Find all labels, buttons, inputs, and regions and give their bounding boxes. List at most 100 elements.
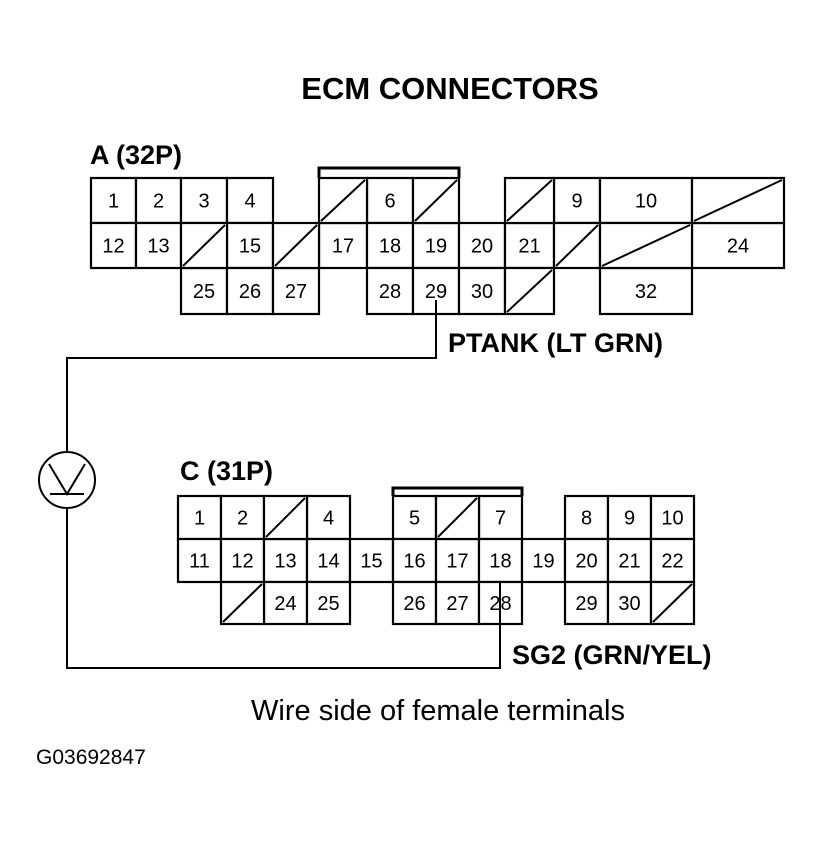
connector-a-pin-label: 25 [193, 281, 215, 303]
connector-a-pin-cell: 27 [271, 266, 321, 316]
connector-c-pin-label: 17 [446, 551, 468, 573]
connector-a-pin-label: 30 [471, 281, 493, 303]
connector-c-pin-label: 20 [575, 551, 597, 573]
connector-c-pin-cell: 10 [649, 494, 696, 541]
connector-c-pin-label: 19 [532, 551, 554, 573]
connector-c-pin-cell: 12 [219, 537, 266, 584]
connector-a-pin-label: 12 [102, 236, 124, 258]
connector-c-pin-label: 25 [317, 593, 339, 615]
connector-a-empty-cell [271, 221, 321, 270]
sg2-wire [66, 508, 501, 669]
connector-c-pin-cell: 4 [305, 494, 352, 541]
connector-c-pin-cell: 27 [434, 580, 481, 626]
connector-a-pin-cell: 10 [598, 176, 694, 225]
connector-c-pin-cell: 14 [305, 537, 352, 584]
connector-c-pin-label: 1 [194, 508, 205, 530]
connector-c-pin-label: 2 [237, 508, 248, 530]
connector-c-pin-label: 14 [317, 551, 339, 573]
connector-a-pin-cell: 30 [457, 266, 507, 316]
connector-a-pin-cell: 21 [503, 221, 556, 270]
connector-a-empty-cell [411, 176, 461, 225]
connector-a-pin-label: 2 [153, 191, 164, 213]
connector-c-pin-label: 5 [409, 508, 420, 530]
connector-c-pin-cell: 29 [563, 580, 610, 626]
connector-c-pin-label: 26 [403, 593, 425, 615]
connector-a-pin-label: 1 [108, 191, 119, 213]
sg2-wire-label: SG2 (GRN/YEL) [512, 640, 712, 670]
connector-a-pin-cell: 1 [89, 176, 138, 225]
connector-c-pin-cell: 19 [520, 537, 567, 584]
connector-a-empty-cell [317, 176, 369, 225]
connector-c-pin-cell: 13 [262, 537, 309, 584]
connector-a-empty-cell [598, 221, 694, 270]
connector-a-pin-cell: 20 [457, 221, 507, 270]
diagram-title: ECM CONNECTORS [301, 71, 598, 106]
connector-a-label: A (32P) [90, 140, 182, 170]
connector-a-pin-label: 6 [384, 191, 395, 213]
connector-a-pin-cell: 2 [134, 176, 183, 225]
connector-c-pin-cell: 24 [262, 580, 309, 626]
connector-c-pin-cell: 2 [219, 494, 266, 541]
connector-c-empty-cell [434, 494, 481, 541]
connector-c-pin-cell: 22 [649, 537, 696, 584]
connector-a-pin-label: 3 [198, 191, 209, 213]
connector-a-pin-cell: 24 [690, 221, 786, 270]
connector-c-pin-label: 18 [489, 551, 511, 573]
connector-a-pin-cell: 25 [179, 266, 229, 316]
connector-a-pin-cell: 26 [225, 266, 275, 316]
connector-a-pin-label: 29 [425, 281, 447, 303]
connector-a-pin-cell: 3 [179, 176, 229, 225]
connector-c-empty-cell [219, 580, 266, 626]
connector-c-pin-cell: 26 [391, 580, 438, 626]
connector-a-pin-cell: 18 [365, 221, 415, 270]
connector-c-pin-cell: 17 [434, 537, 481, 584]
connector-a-pin-label: 19 [425, 236, 447, 258]
connector-c-pin-cell: 25 [305, 580, 352, 626]
connector-c-pin-label: 8 [581, 508, 592, 530]
connector-a-pin-cell: 32 [598, 266, 694, 316]
connector-c-pin-cell: 7 [477, 494, 524, 541]
figure-id: G03692847 [36, 746, 146, 769]
connector-c-pin-cell: 1 [176, 494, 223, 541]
connector-c-pin-label: 11 [189, 551, 210, 573]
connector-c-pin-label: 29 [575, 593, 597, 615]
connector-a-pin-cell: 4 [225, 176, 275, 225]
ptank-wire [66, 316, 437, 452]
connector-c-label: C (31P) [180, 456, 273, 486]
connector-a-pin-cell: 6 [365, 176, 415, 225]
connector-a-pin-cell: 13 [134, 221, 183, 270]
connector-a-pin-label: 21 [518, 236, 540, 258]
connector-c-pin-label: 30 [618, 593, 640, 615]
connector-a-pin-label: 28 [379, 281, 401, 303]
connector-a-pin-label: 24 [727, 236, 749, 258]
connector-c-pin-cell: 18 [477, 537, 524, 584]
connector-c-empty-cell [649, 580, 696, 626]
connector-a-pin-label: 4 [244, 191, 255, 213]
connector-a-pin-cell: 9 [552, 176, 602, 225]
connector-a-pin-label: 26 [239, 281, 261, 303]
connector-a-empty-cell [503, 266, 556, 316]
connector-a-pin-label: 17 [332, 236, 354, 258]
connector-a-pin-label: 13 [147, 236, 169, 258]
connector-c-pin-cell: 5 [391, 494, 438, 541]
connector-a-pin-cell: 12 [89, 221, 138, 270]
connector-a-pin-label: 32 [635, 281, 657, 303]
connector-c-pin-label: 7 [495, 508, 506, 530]
connector-c-pin-label: 16 [403, 551, 425, 573]
connector-c-pin-label: 13 [274, 551, 296, 573]
connector-a-pin-cell: 28 [365, 266, 415, 316]
connector-c-pin-label: 4 [323, 508, 334, 530]
connector-a-pin-label: 20 [471, 236, 493, 258]
connector-c-pin-label: 22 [661, 551, 683, 573]
connector-a-empty-cell [503, 176, 556, 225]
connector-c-pin-label: 10 [661, 508, 683, 530]
connector-c-pin-cell: 15 [348, 537, 395, 584]
connector-c-pin-cell: 9 [606, 494, 653, 541]
connector-c-pin-label: 24 [274, 593, 296, 615]
connector-c-pin-cell: 16 [391, 537, 438, 584]
connector-c-pin-label: 27 [446, 593, 468, 615]
ptank-wire-label: PTANK (LT GRN) [448, 328, 663, 358]
